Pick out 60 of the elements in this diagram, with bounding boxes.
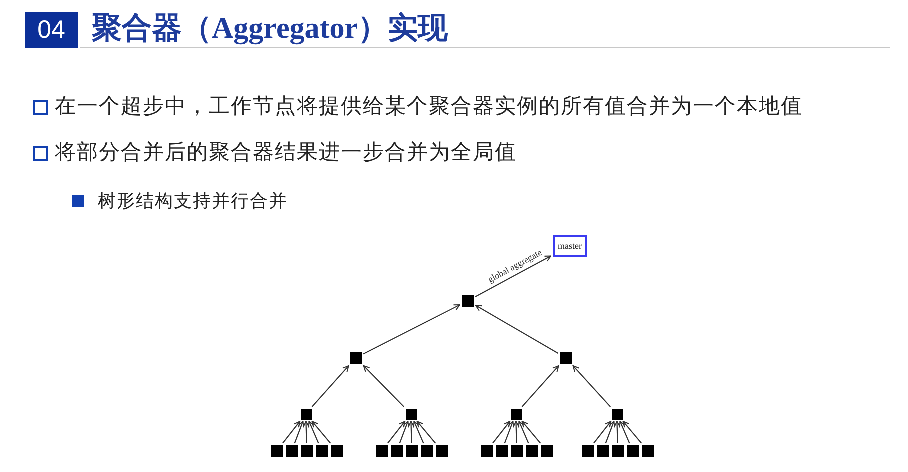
tree-node-square — [511, 445, 523, 457]
arrow — [572, 365, 612, 408]
arrow — [614, 420, 621, 444]
arrow — [622, 420, 642, 444]
arrow — [605, 420, 616, 444]
tree-node-square — [627, 445, 639, 457]
arrow — [513, 420, 520, 444]
tree-node-square — [612, 408, 622, 420]
number-badge: 04 — [25, 12, 78, 48]
tree-node-square — [271, 445, 283, 457]
tree-node-square — [496, 445, 508, 457]
tree-node-square — [376, 445, 388, 457]
arrow — [363, 304, 461, 355]
tree-node-square — [391, 445, 403, 457]
arrow — [294, 420, 304, 444]
title: 聚合器（Aggregator）实现 — [92, 11, 448, 47]
tree-node-square — [436, 445, 448, 457]
arrow — [518, 420, 530, 444]
arrow — [363, 365, 405, 408]
master-box: master — [553, 235, 587, 257]
arrow — [492, 420, 511, 444]
arrow — [504, 420, 514, 444]
tree-node-square — [300, 408, 312, 420]
tree-node-square — [331, 445, 343, 457]
tree-node-square — [612, 445, 624, 457]
tree-node-square — [510, 408, 522, 420]
arrow — [522, 420, 542, 444]
tree-node-square — [582, 445, 594, 457]
arrow — [312, 365, 350, 408]
tree-node-square — [481, 445, 493, 457]
tree-node-square — [301, 445, 313, 457]
arrow — [413, 420, 424, 444]
tree-node-square — [406, 408, 416, 420]
arrow — [399, 420, 410, 444]
tree-node-square — [560, 352, 572, 364]
bullet-text: 树形结构支持并行合并 — [98, 190, 288, 214]
arrow — [475, 256, 552, 298]
arrow — [303, 420, 310, 444]
arrow — [475, 305, 559, 354]
arrow — [312, 420, 332, 444]
tree-node-square — [597, 445, 609, 457]
tree-node-square — [526, 445, 538, 457]
arrow — [416, 420, 436, 444]
tree-node-square — [316, 445, 328, 457]
arrow — [593, 420, 612, 444]
arrow — [308, 420, 320, 444]
arrow — [387, 420, 406, 444]
tree-node-square — [421, 445, 433, 457]
tree-node-square — [462, 295, 474, 307]
bullet-text: 将部分合并后的聚合器结果进一步合并为全局值 — [55, 139, 517, 166]
bullet-text: 在一个超步中，工作节点将提供给某个聚合器实例的所有值合并为一个本地值 — [55, 93, 803, 120]
arrow — [282, 420, 301, 444]
tree-node-square — [642, 445, 654, 457]
tree-node-square — [286, 445, 298, 457]
arrow — [522, 365, 560, 408]
arrow — [408, 420, 415, 444]
tree-node-square — [406, 445, 418, 457]
tree-node-square — [350, 352, 362, 364]
tree-node-square — [541, 445, 553, 457]
arrow — [619, 420, 630, 444]
